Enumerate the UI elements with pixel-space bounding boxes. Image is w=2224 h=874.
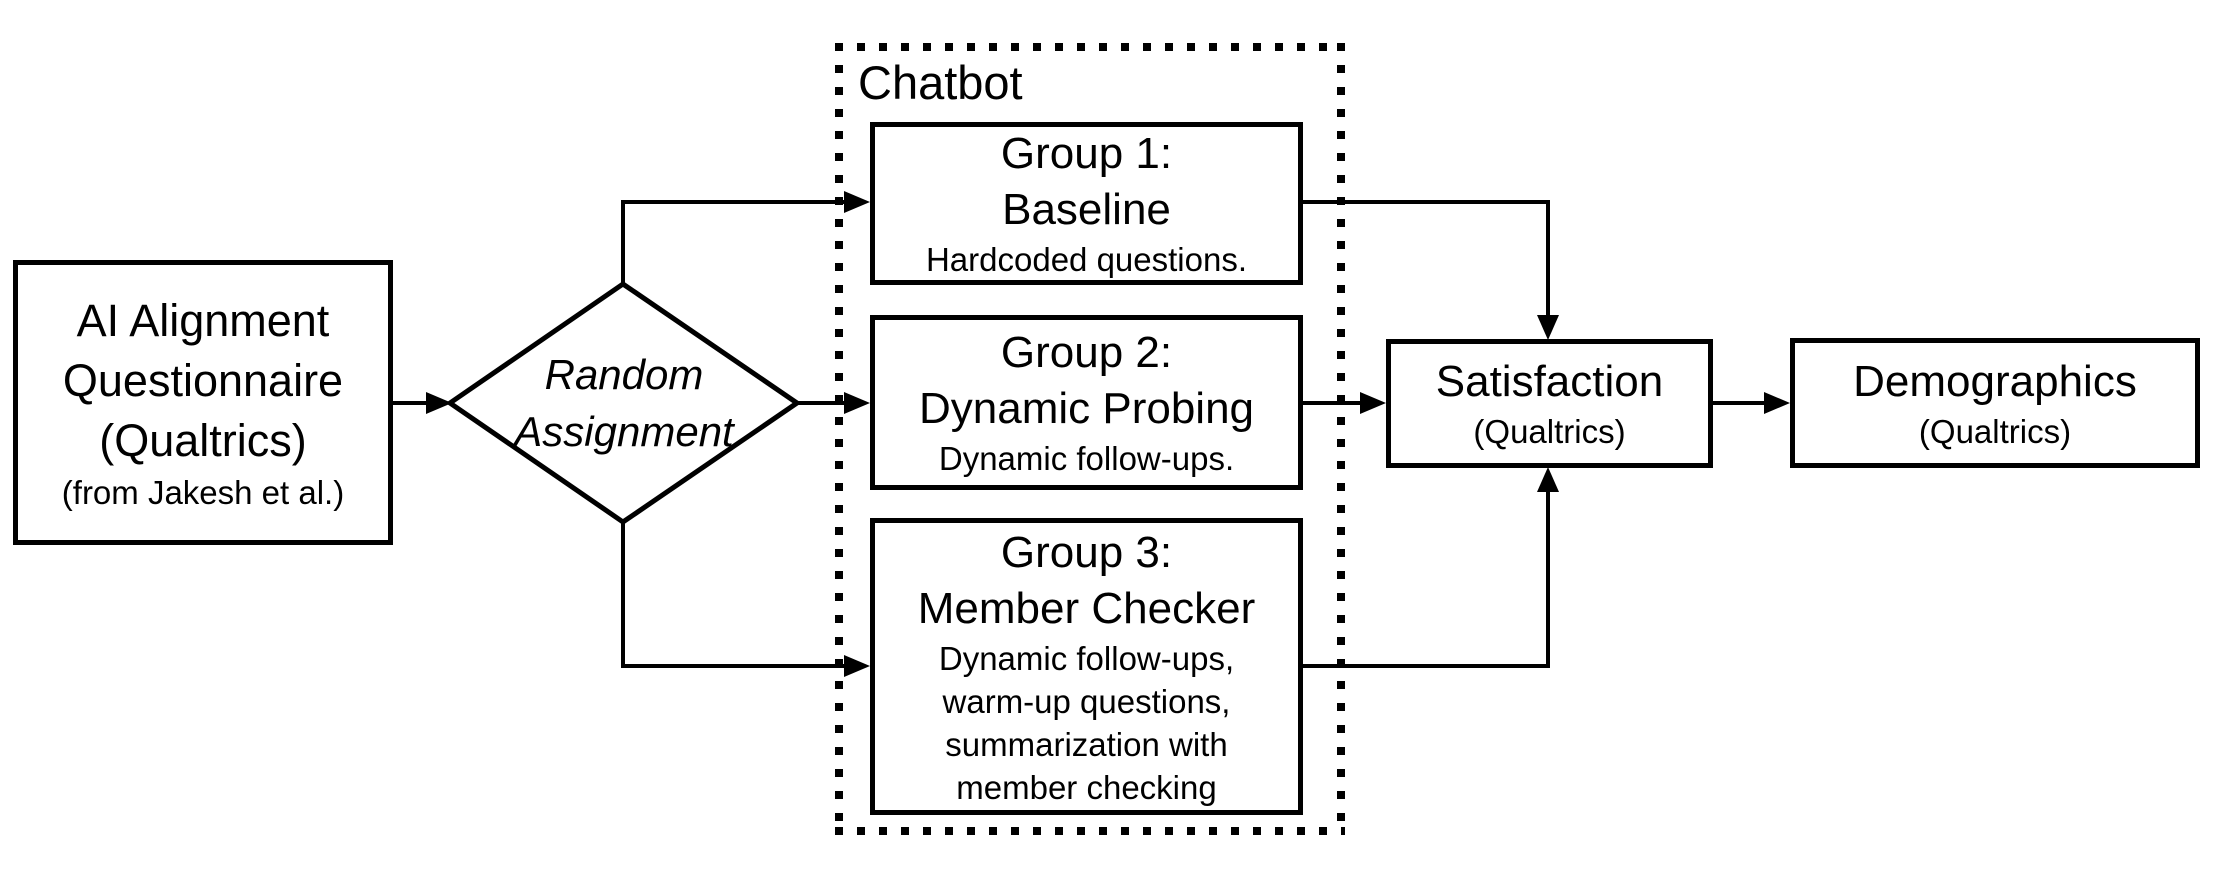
group-3-desc-line: member checking: [956, 768, 1217, 806]
group-3-title-line: Member Checker: [917, 583, 1256, 633]
group-3-node: Group 3: Member Checker Dynamic follow-u…: [870, 518, 1303, 815]
group-3-desc-line: Dynamic follow-ups,: [938, 639, 1235, 677]
start-node: AI Alignment Questionnaire (Qualtrics) (…: [13, 260, 393, 545]
decision-diamond-shape: [445, 280, 802, 526]
decision-label-line: Assignment: [514, 408, 734, 455]
group-2-title-line: Group 2:: [1000, 328, 1173, 377]
group-3-desc-line: warm-up questions,: [942, 682, 1231, 720]
arrowhead-group3-to-satisfaction: [1537, 467, 1559, 492]
group-1-desc-line: Hardcoded questions.: [925, 241, 1248, 278]
chatbot-container: Chatbot: [835, 43, 1345, 835]
arrowhead-group2-to-satisfaction: [1360, 392, 1386, 414]
group-2-desc-line: Dynamic follow-ups.: [938, 440, 1235, 477]
chatbot-label: Chatbot: [858, 56, 1023, 109]
arrow-group1-to-satisfaction-line: [1303, 200, 1550, 318]
chatbot-border-right: [1337, 43, 1345, 835]
arrowhead-decision-to-group3: [844, 655, 870, 677]
arrow-decision-to-group1-line: [621, 200, 848, 284]
start-subtitle: (from Jakesh et al.): [61, 474, 345, 511]
start-title-line: AI Alignment: [76, 295, 330, 346]
chatbot-border-left: [835, 43, 843, 835]
start-title-line: Questionnaire: [62, 355, 344, 406]
arrowhead-decision-to-group1: [844, 191, 870, 213]
chatbot-border-bottom: [835, 827, 1345, 835]
satisfaction-title: Satisfaction: [1435, 357, 1664, 406]
group-1-title-line: Baseline: [1002, 185, 1171, 234]
start-title-line: (Qualtrics): [99, 415, 307, 466]
group-2-node: Group 2: Dynamic Probing Dynamic follow-…: [870, 315, 1303, 490]
demographics-subtitle: (Qualtrics): [1918, 412, 2072, 450]
group-2-title-line: Dynamic Probing: [918, 384, 1255, 433]
decision-diamond: Random Assignment: [468, 338, 780, 468]
satisfaction-subtitle: (Qualtrics): [1473, 413, 1626, 450]
group-3-title-line: Group 3:: [1000, 527, 1173, 577]
arrow-group3-to-satisfaction-line: [1303, 490, 1550, 668]
satisfaction-node: Satisfaction (Qualtrics): [1386, 339, 1713, 468]
arrow-decision-to-group3-line: [621, 522, 848, 668]
arrowhead-start-to-decision: [426, 392, 452, 414]
decision-label-line: Random: [544, 351, 704, 398]
demographics-node: Demographics (Qualtrics): [1790, 338, 2200, 468]
demographics-title: Demographics: [1853, 356, 2137, 406]
group-1-title-line: Group 1:: [1000, 129, 1173, 178]
group-1-node: Group 1: Baseline Hardcoded questions.: [870, 122, 1303, 285]
chatbot-border-top: [835, 43, 1345, 51]
arrowhead-satisfaction-to-demographics: [1764, 392, 1790, 414]
group-3-desc-line: summarization with: [945, 725, 1228, 763]
arrowhead-decision-to-group2: [844, 392, 870, 414]
arrowhead-group1-to-satisfaction: [1537, 315, 1559, 340]
